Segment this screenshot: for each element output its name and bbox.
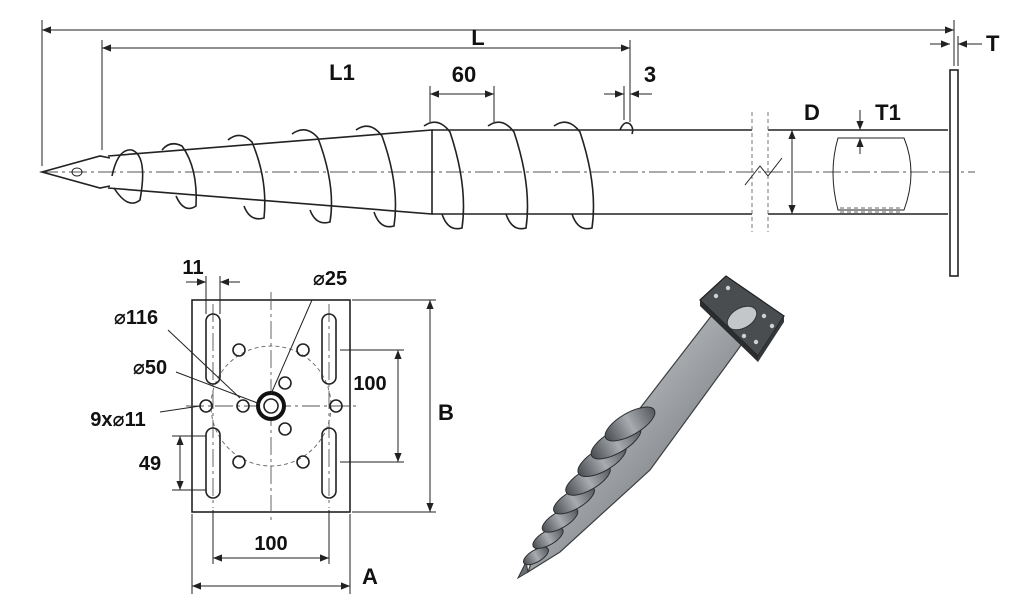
render-tip: [516, 560, 529, 580]
label-slot-width: 11: [182, 257, 203, 279]
dimension-L: [41, 20, 955, 166]
dimension-B: [352, 299, 436, 513]
pipe-break-symbol: [744, 112, 783, 232]
label-T1: T1: [875, 100, 901, 125]
tip-hole: [71, 167, 83, 177]
label-plate-width: A: [362, 564, 378, 589]
center-hole: [263, 398, 279, 414]
label-L1: L1: [329, 60, 355, 85]
tapered-body: [107, 129, 433, 215]
label-L: L: [471, 25, 484, 50]
label-pitch: 60: [452, 62, 476, 87]
end-plate: [949, 69, 959, 277]
label-bolt-circle: ⌀116: [114, 307, 158, 329]
bolt-circle: [210, 345, 332, 467]
label-hole-spacing-y: 100: [353, 373, 386, 395]
label-slot-spacing: 49: [139, 453, 161, 475]
label-hole-spacing-x: 100: [254, 533, 287, 555]
dimension-T: [930, 36, 982, 66]
label-D: D: [804, 100, 820, 125]
label-pipe-diameter: ⌀50: [133, 357, 167, 379]
pipe-body: [432, 129, 752, 215]
plate-view: 11 ⌀25 ⌀116 ⌀50 9x⌀11 49 100 A: [90, 257, 454, 594]
label-T: T: [986, 31, 1000, 56]
helix-flights: [111, 121, 634, 230]
dimension-hole-spacing-x: [212, 510, 330, 564]
dimension-hole-spacing-y: [340, 349, 404, 463]
plate-slots: [205, 313, 337, 499]
screw-tip: [38, 155, 111, 189]
dimension-slot-width: [186, 276, 240, 314]
ground-screw-3d-render: [516, 275, 785, 580]
center-pipe-outer: [256, 391, 286, 421]
dimension-L1: [101, 40, 631, 150]
dimension-flight-thickness: [604, 86, 652, 120]
label-flight-thickness: 3: [644, 62, 656, 87]
dimension-slot-spacing: [172, 435, 206, 491]
render-helix: [523, 406, 656, 566]
render-pipe-top: [726, 305, 758, 331]
side-view: L T L1 60 3: [38, 20, 1000, 277]
pipe-section-cutout: [832, 137, 912, 211]
label-holes: 9x⌀11: [90, 409, 145, 431]
label-plate-height: B: [438, 400, 454, 425]
render-plate-holes: [713, 285, 775, 345]
dimension-A: [191, 514, 351, 594]
dimension-pitch: [429, 86, 495, 122]
label-center-hole: ⌀25: [313, 268, 347, 290]
leader-lines: [159, 299, 313, 413]
